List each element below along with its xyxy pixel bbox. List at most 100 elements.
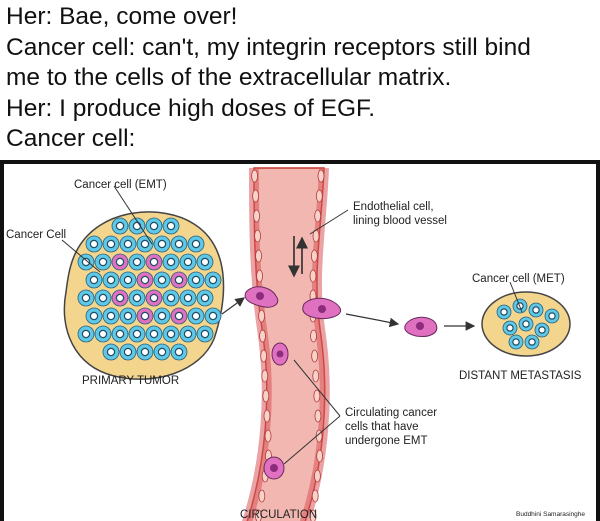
tumor-cancer-cell-nucleus <box>140 311 150 321</box>
metastasis-cell-nucleus <box>506 324 514 332</box>
endothelial-cell <box>258 489 266 503</box>
endothelial-cell <box>255 509 262 521</box>
endothelial-cell <box>251 169 258 183</box>
extravasating-cell-nucleus <box>318 305 326 313</box>
tumor-epithelial-cell-nucleus <box>106 239 116 249</box>
tumor-to-vessel-arrow <box>221 297 245 315</box>
endothelial-cell <box>314 469 321 483</box>
label-circulating-1: Circulating cancer <box>345 407 437 419</box>
endothelial-cell <box>316 449 324 463</box>
label-primary-tumor: PRIMARY TUMOR <box>82 375 179 387</box>
primary-tumor-graphic <box>63 211 225 380</box>
tumor-cancer-cell-nucleus <box>149 257 159 267</box>
tumor-cancer-cell-nucleus <box>149 293 159 303</box>
tumor-epithelial-cell-nucleus <box>200 329 210 339</box>
tumor-epithelial-cell-nucleus <box>132 293 142 303</box>
tumor-epithelial-cell-nucleus <box>183 293 193 303</box>
tumor-cancer-cell-nucleus <box>115 257 125 267</box>
endothelial-cell <box>313 389 321 403</box>
tumor-epithelial-cell-nucleus <box>115 329 125 339</box>
met-leader-line <box>509 281 523 313</box>
endothelial-cell <box>256 269 263 283</box>
tumor-epithelial-cell-nucleus <box>208 311 218 321</box>
tumor-cancer-cell-nucleus <box>140 275 150 285</box>
label-cancer-cell: Cancer Cell <box>6 229 66 241</box>
caption-line-5: Cancer cell: <box>6 125 136 152</box>
metastasis-cell-nucleus <box>500 308 508 316</box>
tumor-epithelial-cell-nucleus <box>183 329 193 339</box>
label-credit: Buddhini Samarasinghe <box>516 511 585 518</box>
endothelial-cell <box>310 249 318 263</box>
tumor-epithelial-cell-nucleus <box>166 329 176 339</box>
endothelial-cell <box>314 209 322 223</box>
endothelial-cell <box>258 309 265 323</box>
caption-line-3: me to the cells of the extracellular mat… <box>6 64 452 91</box>
label-endothelial-1: Endothelial cell, <box>353 201 434 213</box>
metastasis-illustration: Cancer cell (EMT) Cancer Cell Endothelia… <box>6 167 585 521</box>
tumor-epithelial-cell-nucleus <box>106 275 116 285</box>
endothelial-cell <box>263 409 271 423</box>
label-cancer-cell-emt: Cancer cell (EMT) <box>74 179 167 191</box>
endothelial-cell <box>309 269 317 283</box>
metastasis-cell-nucleus <box>522 320 530 328</box>
caption-line-2: Cancer cell: can't, my integrin receptor… <box>6 33 531 61</box>
metastasis-diagram: Cancer cell (EMT) Cancer Cell Endothelia… <box>0 160 600 521</box>
endothelial-cell <box>259 329 266 343</box>
tumor-cancer-cell-nucleus <box>174 311 184 321</box>
endothelial-cell <box>261 369 269 383</box>
endothelial-cell <box>264 429 272 443</box>
tumor-epithelial-cell-nucleus <box>89 311 99 321</box>
tumor-epithelial-cell-nucleus <box>123 275 133 285</box>
endothelial-cell <box>312 369 320 383</box>
endothelial-cell <box>252 189 259 203</box>
tumor-epithelial-cell-nucleus <box>183 257 193 267</box>
endothelial-cell <box>309 509 317 521</box>
endothelial-cell <box>311 489 319 503</box>
tumor-epithelial-cell-nucleus <box>98 293 108 303</box>
label-distant-metastasis: DISTANT METASTASIS <box>459 370 582 382</box>
intravasating-cell-nucleus <box>256 292 264 300</box>
endothelial-cell <box>254 229 261 243</box>
tumor-epithelial-cell-nucleus <box>166 221 176 231</box>
distant-metastasis-graphic <box>481 291 571 357</box>
meme-caption: Her: Bae, come over! Cancer cell: can't,… <box>6 2 596 155</box>
metastasis-cell-nucleus <box>528 338 536 346</box>
tumor-epithelial-cell-nucleus <box>200 293 210 303</box>
tumor-epithelial-cell-nucleus <box>89 275 99 285</box>
circulating-cell-upper-nucleus <box>276 350 284 358</box>
endothelial-cell <box>262 389 270 403</box>
tumor-epithelial-cell-nucleus <box>157 275 167 285</box>
endothelial-cell <box>260 349 268 363</box>
tumor-epithelial-cell-nucleus <box>123 239 133 249</box>
circulating-leader-lines <box>283 359 341 465</box>
tumor-cancer-cell-nucleus <box>174 275 184 285</box>
label-circulation: CIRCULATION <box>240 509 317 521</box>
tumor-epithelial-cell-nucleus <box>208 275 218 285</box>
tumor-cancer-cell-nucleus <box>115 293 125 303</box>
emt-leader-line <box>113 185 153 245</box>
tumor-epithelial-cell-nucleus <box>123 311 133 321</box>
endothelial-cell <box>255 249 262 263</box>
cancer-cell-leader-line <box>61 239 101 273</box>
label-cancer-cell-met: Cancer cell (MET) <box>472 273 565 285</box>
tumor-epithelial-cell-nucleus <box>115 221 125 231</box>
blood-vessel-graphic <box>242 167 330 521</box>
tumor-epithelial-cell-nucleus <box>200 257 210 267</box>
tumor-epithelial-cell-nucleus <box>149 329 159 339</box>
tumor-epithelial-cell-nucleus <box>98 257 108 267</box>
vessel-wall-left <box>242 167 272 521</box>
tumor-epithelial-cell-nucleus <box>157 311 167 321</box>
tumor-cells <box>77 217 222 361</box>
migrating-cancer-cells <box>244 286 438 480</box>
endothelial-cells <box>251 169 325 521</box>
tumor-epithelial-cell-nucleus <box>81 329 91 339</box>
tumor-epithelial-cell-nucleus <box>123 347 133 357</box>
tumor-epithelial-cell-nucleus <box>98 329 108 339</box>
tumor-epithelial-cell-nucleus <box>191 311 201 321</box>
endothelial-cell <box>314 409 322 423</box>
metastasis-cell-nucleus <box>548 312 556 320</box>
caption-line-1: Her: Bae, come over! <box>6 3 238 30</box>
tumor-epithelial-cell-nucleus <box>157 347 167 357</box>
tumor-epithelial-cell-nucleus <box>132 221 142 231</box>
tumor-epithelial-cell-nucleus <box>174 347 184 357</box>
